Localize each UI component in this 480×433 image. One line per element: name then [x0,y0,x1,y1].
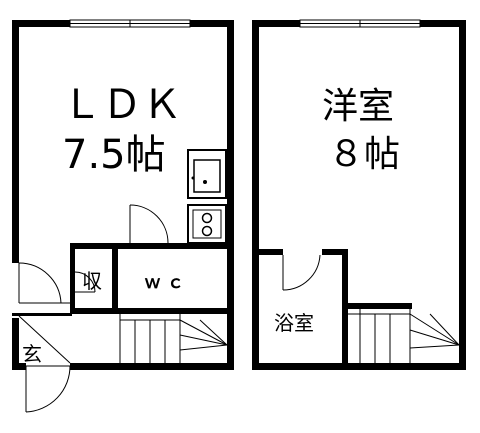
western-south-wall-left [259,249,283,255]
right-unit: 洋室 ８帖 浴室 [252,19,466,370]
kitchen-sink [187,149,227,199]
bath-door [282,254,321,291]
kitchen-stove [187,204,227,244]
wc-label: ｗｃ [144,273,190,293]
ldk-door [129,204,169,244]
left-outer-wall-west [12,20,19,263]
entrance-front-door [25,365,71,413]
western-south-wall-right [322,249,348,255]
entrance-north-wall [12,313,72,316]
storage-wc-wall [112,249,118,313]
left-bottom-wall [70,363,234,370]
left-stairs [119,314,228,363]
right-bottom-wall [252,363,466,370]
right-stairs [348,309,460,363]
western-window [299,19,421,28]
ldk-south-wall [70,243,227,249]
western-room-label: 洋室 [322,86,394,127]
left-unit: ＬＤＫ 7.5帖 収 ｗｃ 玄 [12,19,234,413]
left-bottom-wall-stub [12,363,26,370]
entrance-diagonal [18,315,71,364]
storage-label: 収 [82,269,102,293]
left-outer-wall-west-lower [12,318,19,368]
stairs-north-wall [342,303,412,309]
bath-label: 浴室 [274,311,314,335]
right-outer-wall-west [252,20,259,370]
western-room-size-label: ８帖 [328,134,400,175]
entrance-inner-door [18,262,70,304]
wc-south-wall [70,308,227,314]
storage-door [74,271,96,293]
ldk-window [69,19,191,28]
ldk-label: ＬＤＫ [62,82,182,128]
right-outer-wall-east [459,20,466,370]
entrance-label: 玄 [22,342,42,366]
storage-west-wall [70,243,75,313]
ldk-size-label: 7.5帖 [62,132,166,178]
left-outer-wall-east [227,20,234,370]
